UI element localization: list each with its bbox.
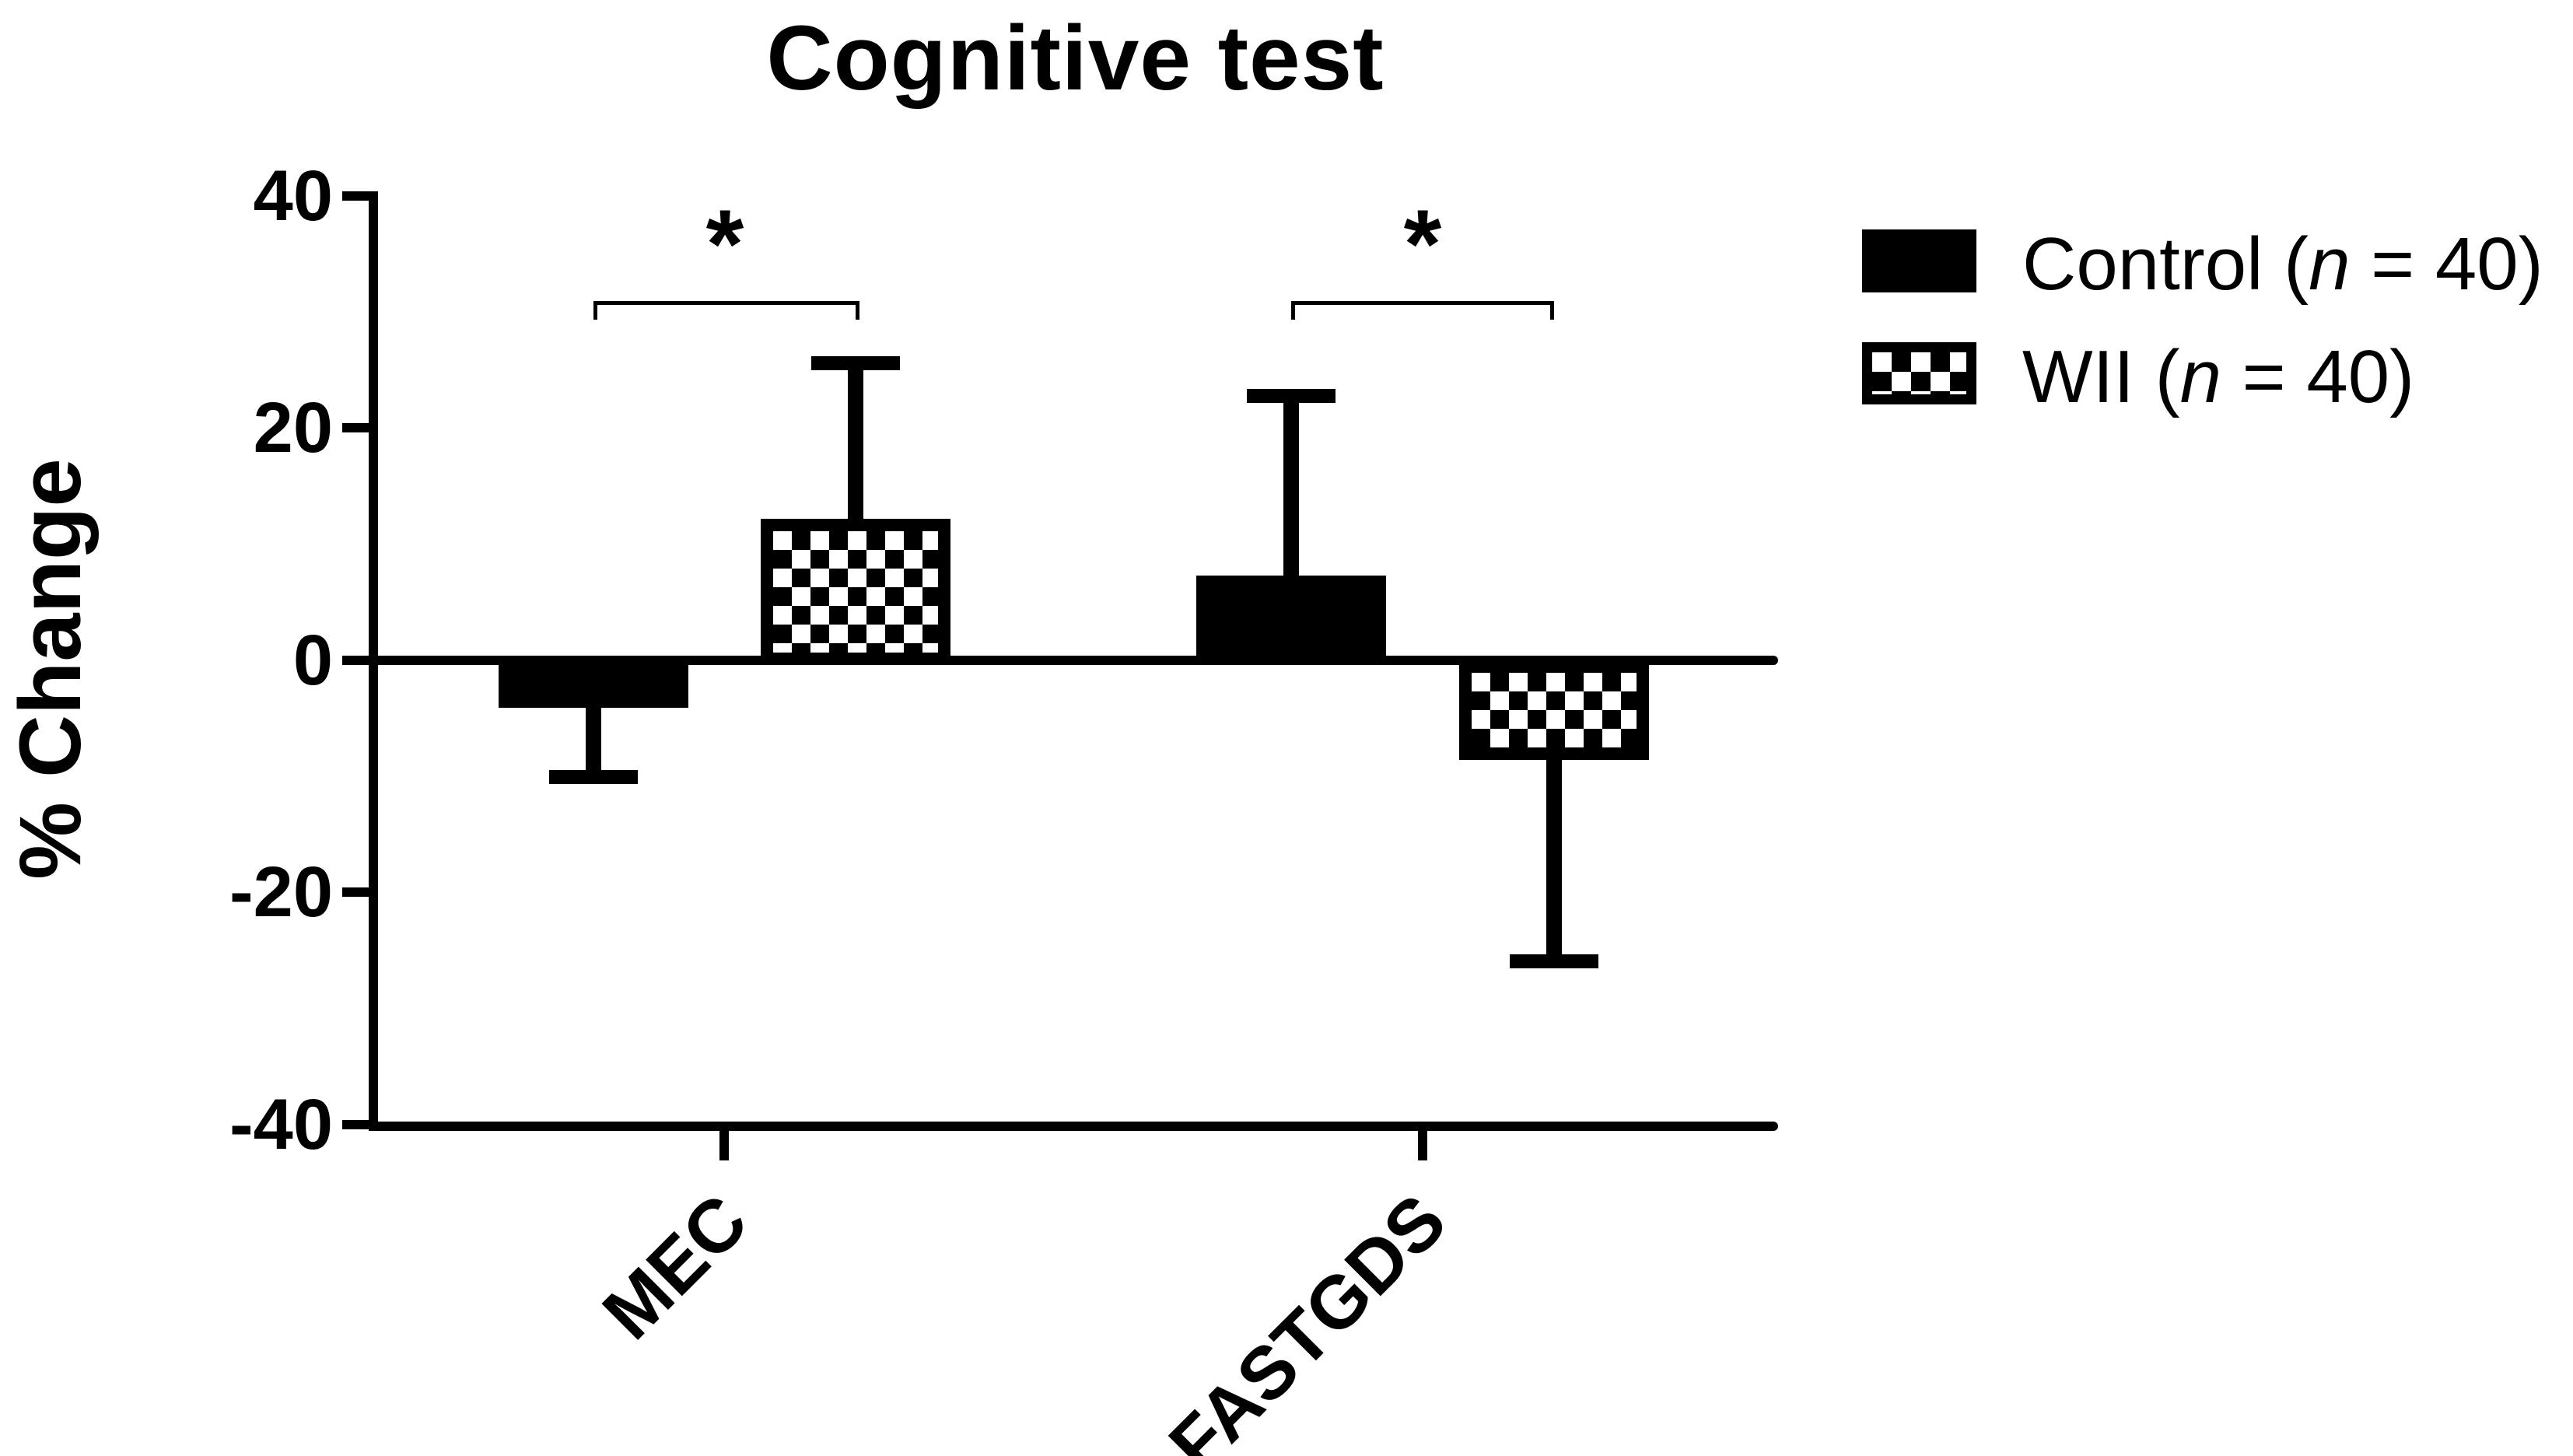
error-stem-mec-control [586, 704, 601, 777]
x-tick-label-mec: MEC [586, 1178, 764, 1356]
sig-bracket-mec-right-end [856, 301, 859, 320]
error-cap-mec-wii [811, 356, 900, 370]
y-axis-label: % Change [2, 458, 99, 880]
legend-swatch-wii-icon [1862, 342, 1976, 404]
legend-control-n: n [2309, 222, 2351, 306]
error-cap-fastgds-wii [1510, 954, 1598, 968]
legend-label-wii: WII (n = 40) [2022, 334, 2414, 420]
sig-bracket-fastgds-left-end [1291, 301, 1295, 320]
legend-wii-prefix: WII ( [2022, 335, 2180, 418]
legend-label-control: Control (n = 40) [2022, 222, 2543, 307]
legend-wii-suffix: = 40) [2221, 335, 2415, 418]
legend-control-suffix: = 40) [2350, 222, 2543, 306]
y-tick-label-neg20: -20 [229, 852, 333, 932]
error-cap-mec-control [549, 770, 638, 784]
y-tick-40 [342, 191, 373, 201]
bar-fastgds-wii [1459, 660, 1649, 760]
x-tick-fastgds [1418, 1131, 1427, 1160]
bar-mec-control [499, 660, 688, 708]
sig-bracket-mec [593, 301, 859, 305]
y-tick-neg20 [342, 887, 373, 897]
y-tick-label-40: 40 [253, 156, 333, 236]
y-tick-label-20: 20 [253, 388, 333, 467]
x-tick-mec [719, 1131, 729, 1160]
zero-baseline [373, 656, 1778, 665]
y-tick-20 [342, 423, 373, 432]
error-stem-mec-wii [848, 363, 863, 523]
legend-control-prefix: Control ( [2022, 222, 2309, 306]
sig-star-fastgds: * [1403, 191, 1442, 299]
sig-star-mec: * [705, 191, 744, 299]
y-tick-label-neg40: -40 [229, 1085, 333, 1164]
sig-bracket-fastgds-right-end [1550, 301, 1554, 320]
x-axis-line [373, 1122, 1778, 1131]
bar-mec-wii [761, 519, 950, 665]
y-tick-label-0: 0 [292, 621, 333, 700]
sig-bracket-mec-left-end [593, 301, 597, 320]
sig-bracket-fastgds [1291, 301, 1554, 305]
chart-title: Cognitive test [766, 7, 1385, 110]
error-cap-fastgds-control [1247, 389, 1336, 403]
y-tick-neg40 [342, 1120, 373, 1129]
y-tick-0 [342, 656, 373, 665]
x-tick-label-fastgds: FASTGDS [1153, 1178, 1462, 1456]
bar-fastgds-control [1196, 576, 1386, 660]
legend-wii-n: n [2179, 335, 2221, 418]
error-stem-fastgds-wii [1546, 756, 1562, 961]
error-stem-fastgds-control [1283, 396, 1299, 579]
legend-swatch-control-icon [1862, 229, 1976, 292]
